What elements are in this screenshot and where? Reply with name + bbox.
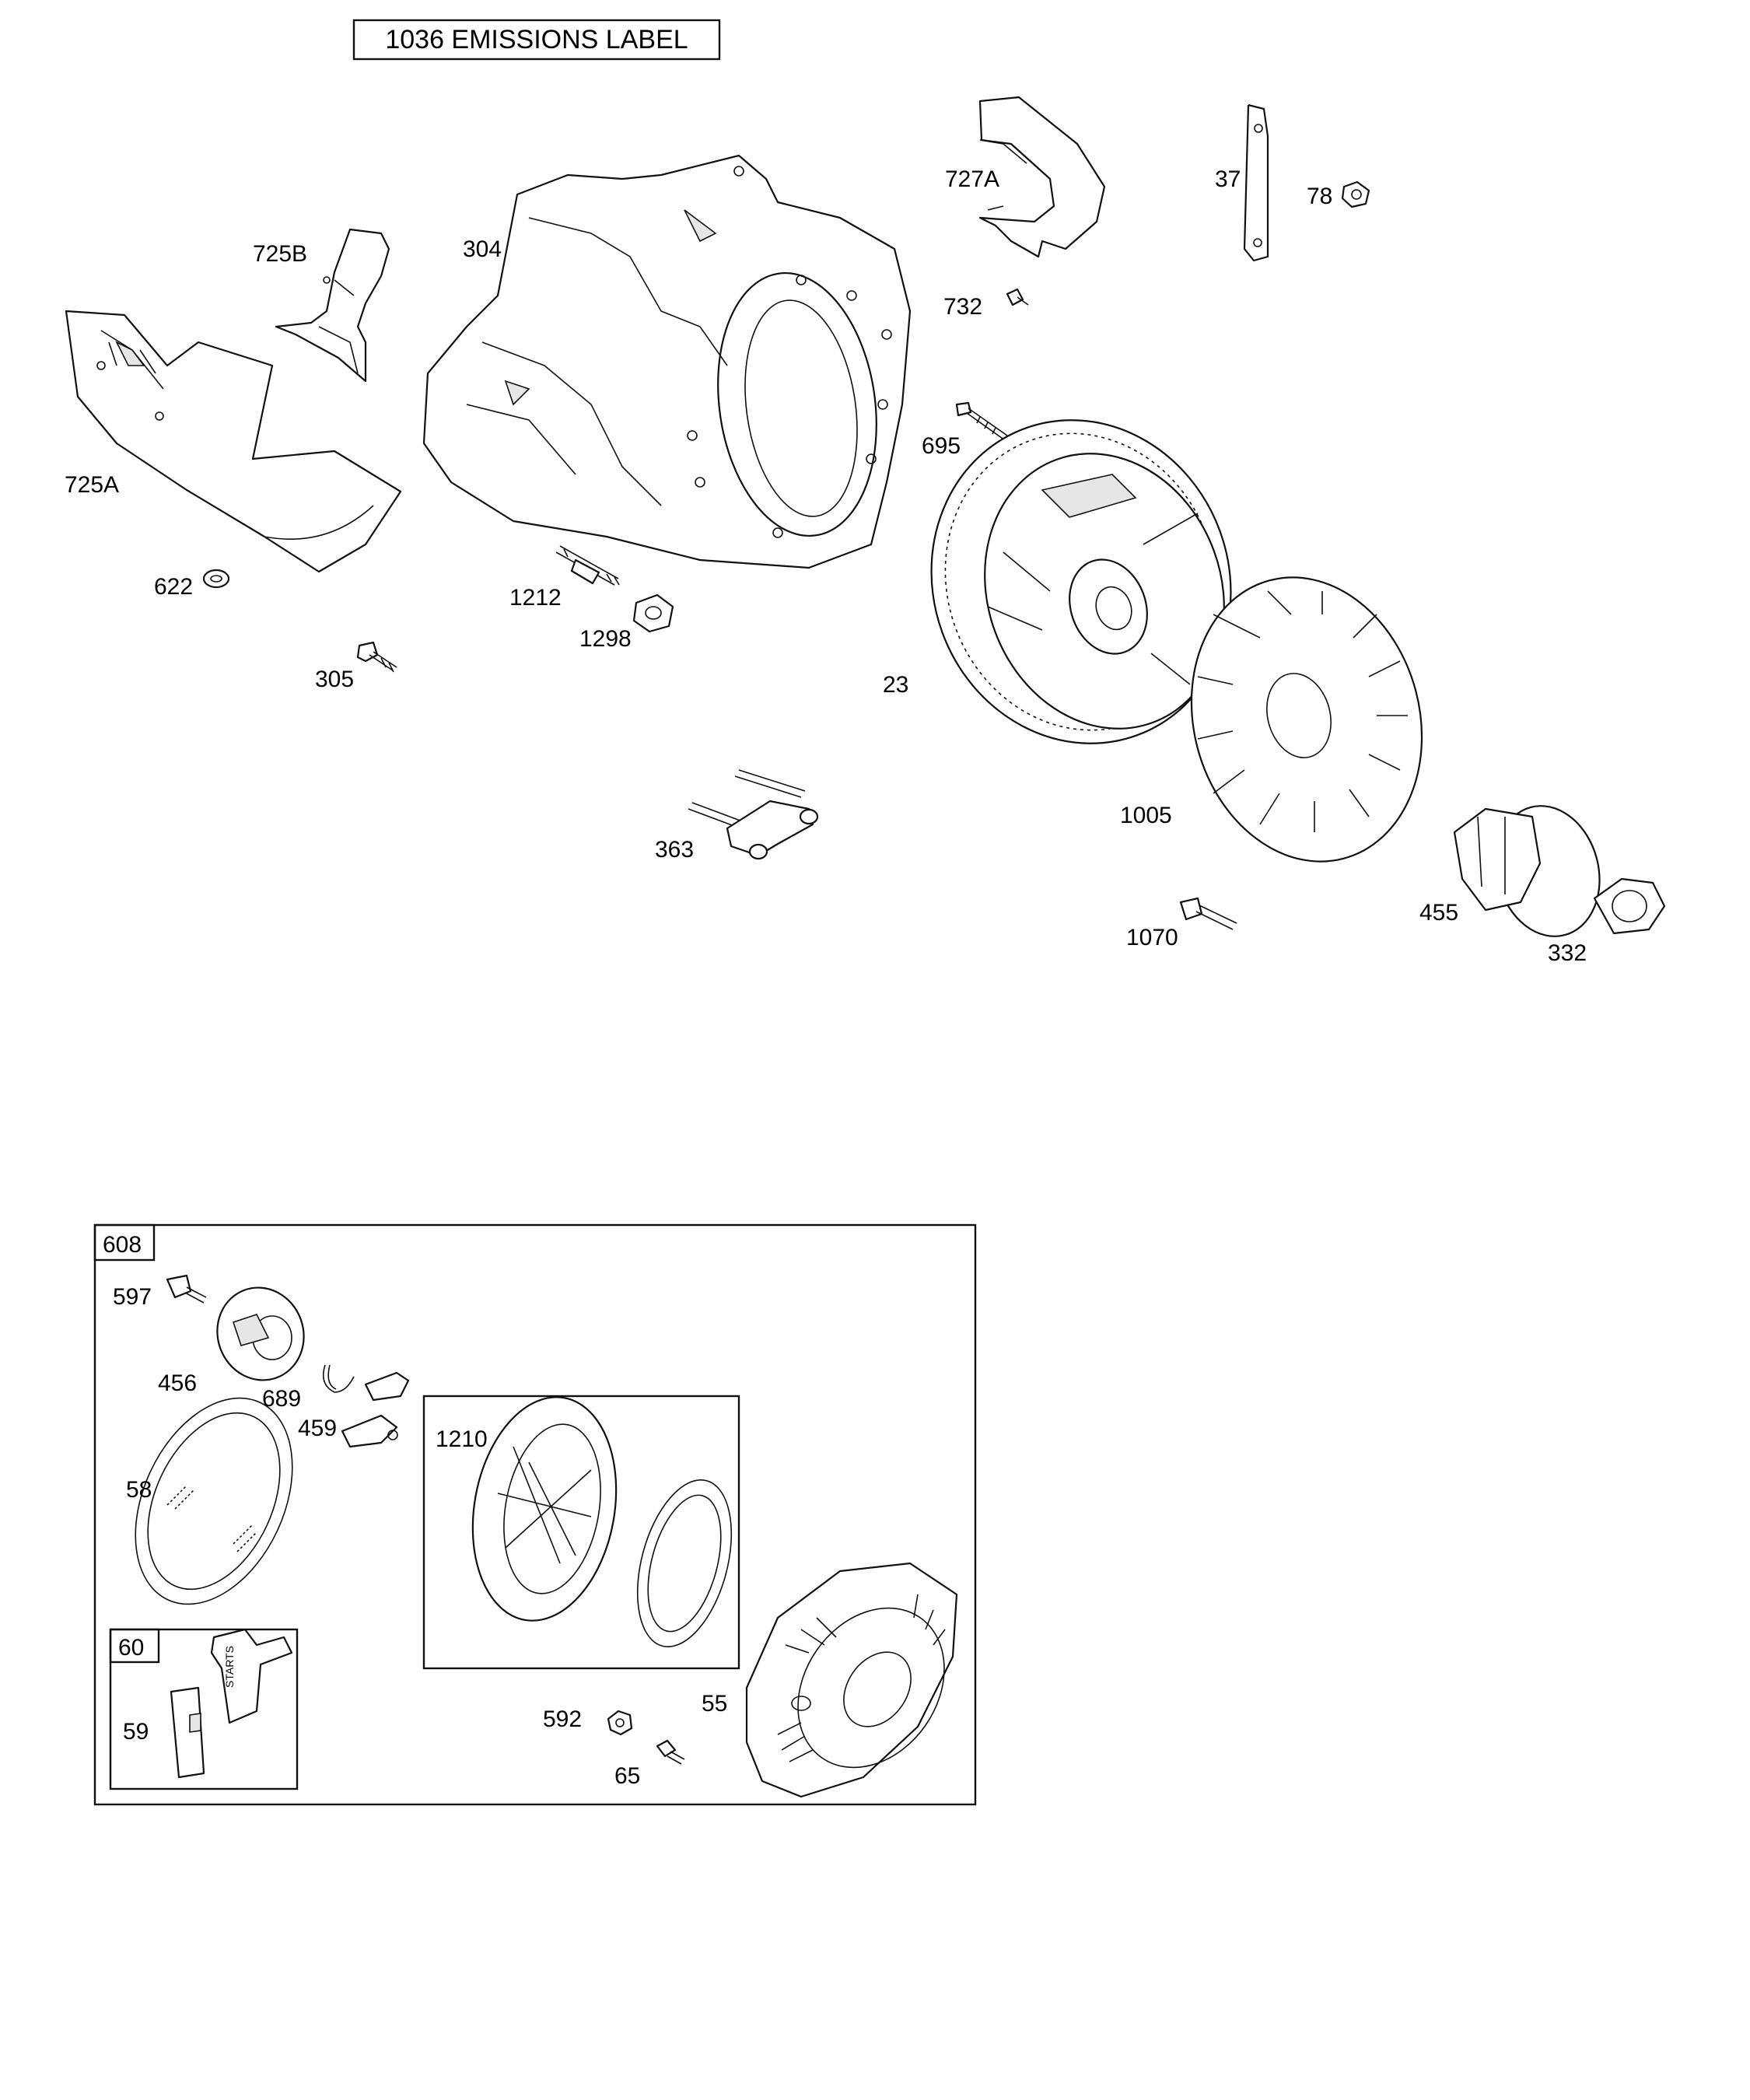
blower-housing-304 (422, 154, 912, 569)
label-597: 597 (113, 1284, 152, 1310)
label-78: 78 (1307, 184, 1332, 209)
label-727A: 727A (945, 166, 999, 192)
label-455: 455 (1419, 900, 1458, 926)
label-1070: 1070 (1126, 925, 1178, 950)
label-1298: 1298 (579, 626, 632, 652)
clip-689 (322, 1364, 355, 1393)
nut-1298 (632, 593, 674, 633)
label-332: 332 (1548, 940, 1587, 966)
label-689: 689 (262, 1386, 301, 1412)
screw-65 (656, 1739, 685, 1765)
label-725B: 725B (253, 241, 307, 267)
bolt-695 (955, 401, 1008, 441)
label-58: 58 (126, 1477, 152, 1503)
label-695: 695 (922, 433, 961, 459)
label-59: 59 (123, 1719, 149, 1745)
label-1005: 1005 (1120, 803, 1172, 828)
handle-group-60: 60 STARTS (109, 1628, 299, 1790)
screw-305 (356, 641, 397, 673)
starter-housing-55 (745, 1562, 958, 1798)
label-304: 304 (463, 236, 502, 262)
label-1212: 1212 (509, 585, 562, 611)
label-23: 23 (883, 672, 908, 698)
label-459: 459 (298, 1416, 337, 1441)
lower-shroud-725A (65, 310, 402, 573)
flywheel-23 (930, 419, 1232, 744)
nut-332 (1593, 877, 1666, 935)
screw-732 (1006, 288, 1029, 306)
group-label-60: 60 (118, 1635, 144, 1661)
screw-1070 (1179, 897, 1237, 930)
label-456: 456 (158, 1370, 197, 1396)
bracket-727A (978, 96, 1106, 258)
washer-622 (202, 569, 230, 589)
pulley-group-1210: 1210 (422, 1395, 740, 1670)
screw-78 (1341, 180, 1370, 208)
label-622: 622 (154, 574, 193, 600)
spring-58 (135, 1397, 293, 1605)
bracket-725B (275, 228, 390, 383)
callout-labels: 725A 725B 622 305 304 1212 1298 363 727A… (65, 166, 1587, 966)
coil-bracket-363 (688, 769, 819, 860)
group-label-1210: 1210 (436, 1426, 488, 1452)
starter-kit-group-608: 608 1 (93, 1223, 977, 1806)
pawls-459 (341, 1371, 410, 1448)
label-732: 732 (943, 294, 982, 320)
label-363: 363 (655, 837, 694, 863)
label-55: 55 (702, 1691, 727, 1717)
label-37: 37 (1215, 166, 1241, 192)
fan-1005 (1190, 576, 1423, 863)
label-305: 305 (315, 667, 354, 692)
group-label-608: 608 (103, 1232, 142, 1258)
screw-597 (166, 1274, 207, 1304)
retainer-456 (216, 1286, 305, 1381)
plate-37 (1243, 103, 1269, 262)
stud-1212 (555, 545, 620, 586)
emissions-label-box: 1036 EMISSIONS LABEL (352, 19, 721, 61)
label-65: 65 (614, 1763, 640, 1789)
handle-text: STARTS (223, 1646, 236, 1688)
cup-455 (1453, 805, 1601, 937)
label-725A: 725A (65, 472, 119, 498)
nut-592 (607, 1710, 633, 1736)
label-592: 592 (543, 1706, 582, 1732)
emissions-label-text: 1036 EMISSIONS LABEL (385, 25, 688, 54)
